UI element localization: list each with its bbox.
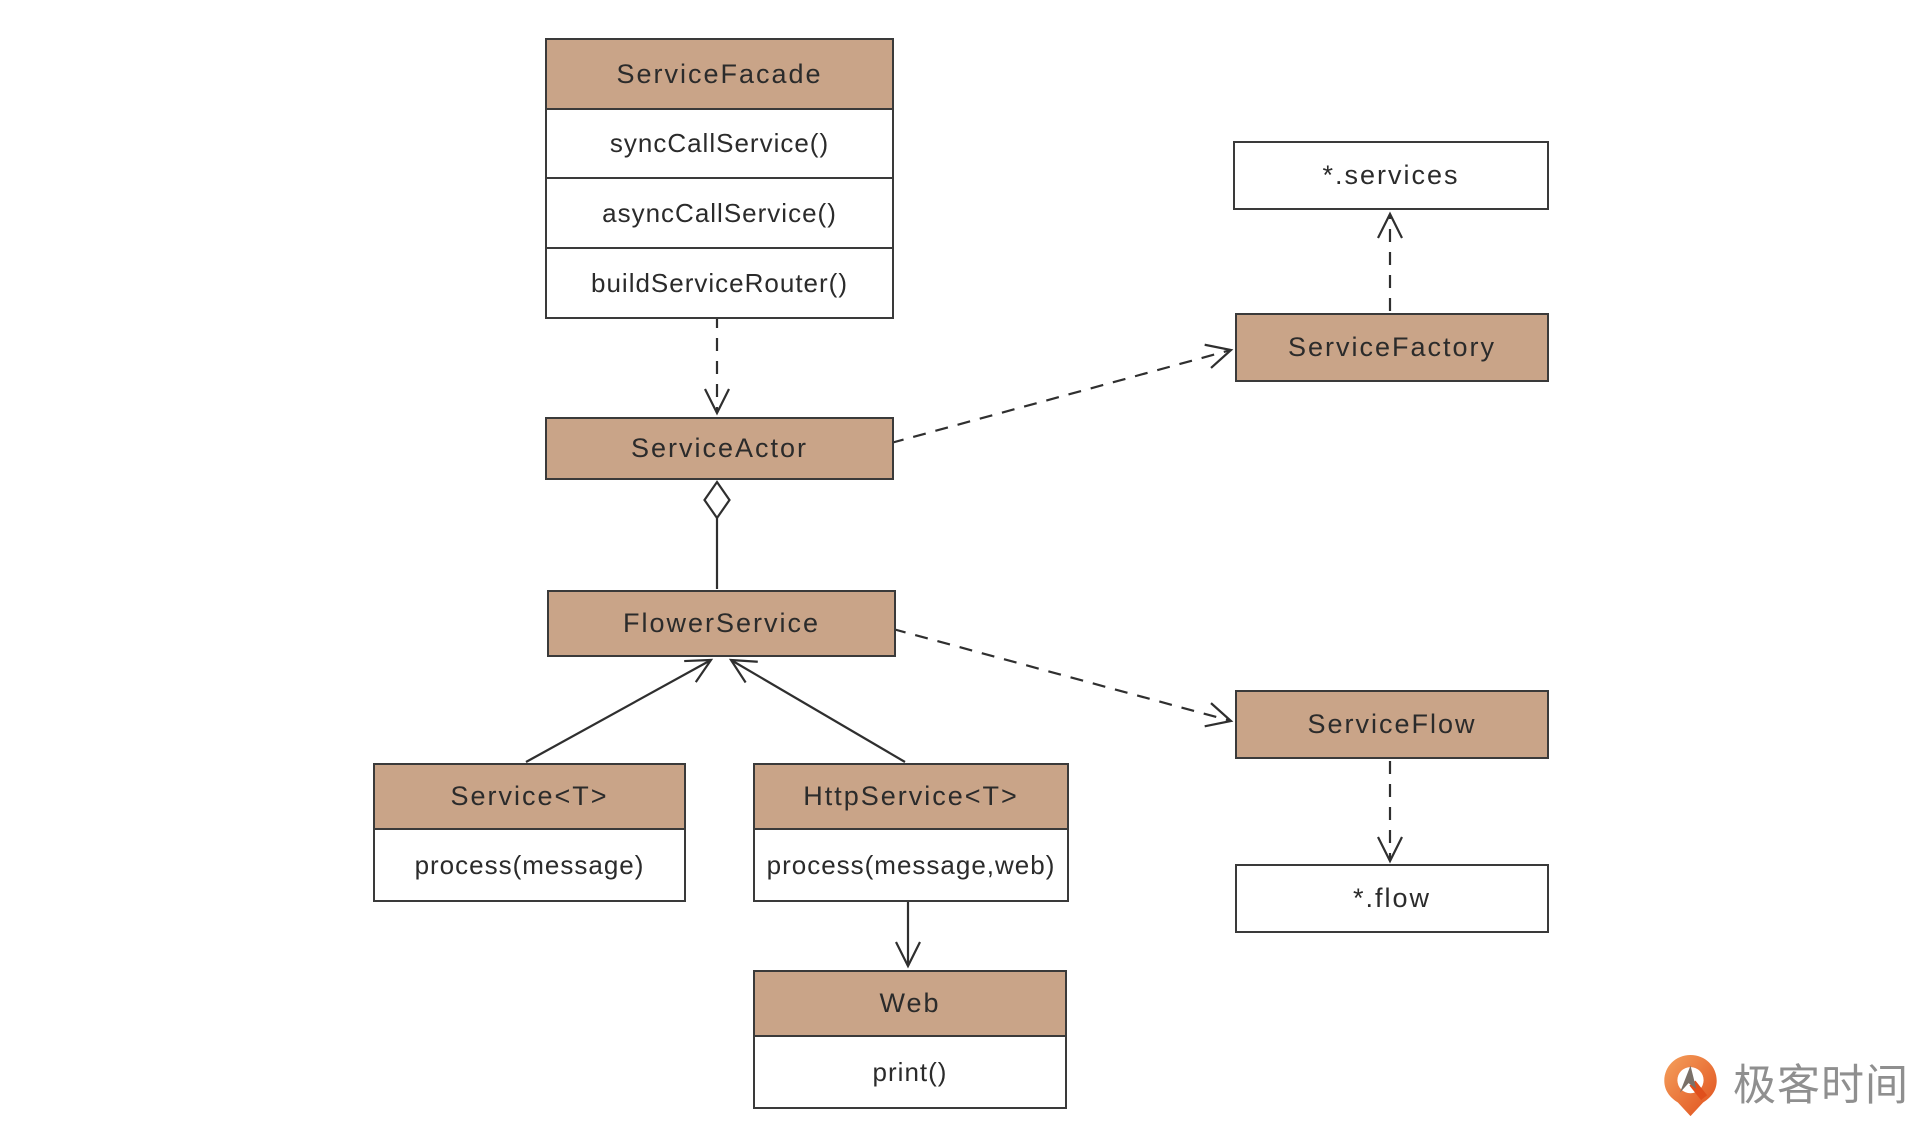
- geektime-logo: 极客时间: [1662, 1054, 1909, 1118]
- node-http-service-t-method: process(message,web): [755, 828, 1067, 900]
- node-flow-artifact: *.flow: [1235, 864, 1549, 933]
- geektime-logo-text: 极客时间: [1733, 1061, 1909, 1110]
- node-flow-artifact-label: *.flow: [1237, 866, 1547, 931]
- node-flower-service-title: FlowerService: [549, 592, 894, 655]
- node-services-artifact-label: *.services: [1235, 143, 1547, 208]
- node-http-service-t: HttpService<T> process(message,web): [753, 763, 1069, 902]
- node-service-actor: ServiceActor: [545, 417, 894, 480]
- node-service-facade-method: syncCallService(): [547, 108, 892, 177]
- connector-httpservicet-to-flowerservice: [728, 658, 906, 763]
- connector-servicet-to-flowerservice: [525, 658, 714, 763]
- node-service-actor-title: ServiceActor: [547, 419, 892, 478]
- node-web-method: print(): [755, 1035, 1065, 1107]
- node-service-facade: ServiceFacade syncCallService() asyncCal…: [545, 38, 894, 319]
- node-service-t-title: Service<T>: [375, 765, 684, 828]
- node-http-service-t-title: HttpService<T>: [755, 765, 1067, 828]
- aggregation-diamond-icon: [703, 480, 731, 520]
- node-web-title: Web: [755, 972, 1065, 1035]
- node-service-flow: ServiceFlow: [1235, 690, 1549, 759]
- node-service-flow-title: ServiceFlow: [1237, 692, 1547, 757]
- connector-flowerservice-to-serviceflow: [892, 627, 1234, 728]
- node-web: Web print(): [753, 970, 1067, 1109]
- node-service-facade-title: ServiceFacade: [547, 40, 892, 108]
- node-service-facade-method: asyncCallService(): [547, 177, 892, 247]
- node-service-factory-title: ServiceFactory: [1237, 315, 1547, 380]
- geektime-logo-icon: [1664, 1054, 1717, 1117]
- node-service-t: Service<T> process(message): [373, 763, 686, 902]
- node-service-facade-method: buildServiceRouter(): [547, 247, 892, 317]
- connector-actor-to-factory: [890, 343, 1234, 445]
- node-flower-service: FlowerService: [547, 590, 896, 657]
- node-service-t-method: process(message): [375, 828, 684, 900]
- node-service-factory: ServiceFactory: [1235, 313, 1549, 382]
- node-services-artifact: *.services: [1233, 141, 1549, 210]
